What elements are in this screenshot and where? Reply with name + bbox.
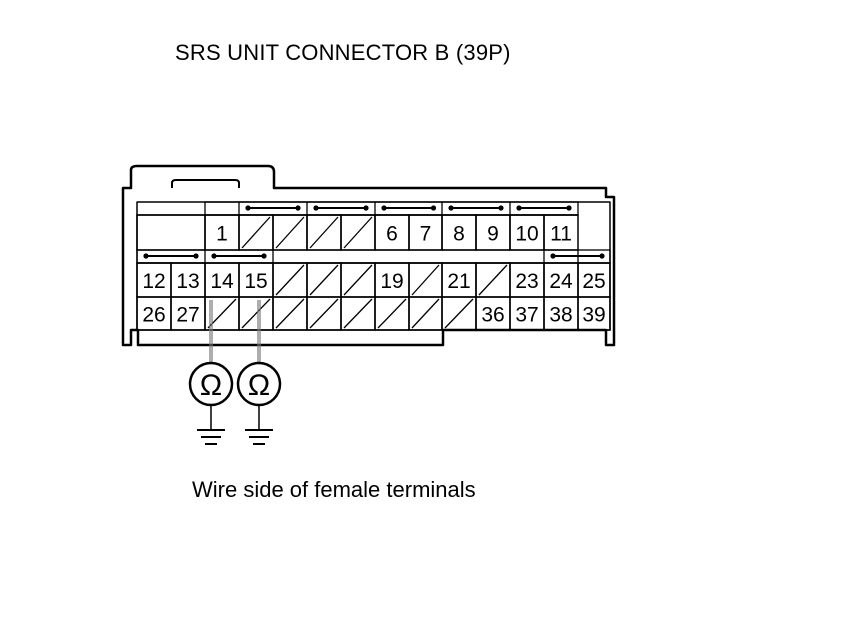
ground-icon	[245, 429, 273, 445]
terminal-label: 11	[550, 223, 572, 246]
unused-cavity-slash	[241, 298, 271, 329]
terminal-cavity	[408, 296, 443, 331]
terminal-cavity: 25	[577, 262, 611, 298]
unused-cavity-slash	[343, 216, 373, 249]
terminal-cavity: 13	[170, 262, 206, 298]
shorting-bar	[143, 253, 199, 259]
unused-cavity-slash	[478, 264, 508, 296]
ohm-symbol: Ω	[200, 369, 222, 402]
unused-cavity-slash	[343, 298, 373, 329]
terminal-label: 1	[216, 223, 228, 246]
terminal-cavity: 19	[374, 262, 410, 298]
terminal-cavity	[238, 296, 274, 331]
terminal-label: 37	[515, 304, 538, 327]
terminal-label: 9	[487, 223, 499, 246]
terminal-label: 26	[142, 304, 165, 327]
unused-cavity-slash	[309, 264, 339, 296]
terminal-cavity	[340, 296, 376, 331]
terminal-label: 25	[582, 270, 605, 293]
terminal-cavity: 21	[441, 262, 477, 298]
unused-cavity-slash	[411, 298, 440, 329]
terminal-cavity: 23	[509, 262, 545, 298]
terminal-cavity: 12	[136, 262, 172, 298]
terminal-cavity: 24	[543, 262, 579, 298]
unused-cavity-slash	[275, 298, 305, 329]
terminal-cavity	[238, 214, 274, 251]
unused-cavity-slash	[241, 216, 271, 249]
terminal-label: 27	[176, 304, 199, 327]
ohmmeter-probe-15: Ω	[236, 300, 282, 445]
terminal-label: 7	[420, 223, 432, 246]
terminal-cavity	[340, 214, 376, 251]
unused-cavity-slash	[411, 264, 440, 296]
shorting-bar	[516, 205, 572, 211]
ohm-symbol: Ω	[248, 369, 270, 402]
terminal-label: 19	[380, 270, 403, 293]
terminal-cavity: 8	[441, 214, 477, 251]
terminal-cavity	[441, 296, 477, 331]
terminal-cavity	[272, 296, 308, 331]
shorting-bar	[550, 253, 605, 259]
shorting-bar	[381, 205, 437, 211]
ground-icon	[197, 429, 225, 445]
unused-cavity-slash	[275, 264, 305, 296]
terminal-cavity: 27	[170, 296, 206, 331]
shorting-bar	[313, 205, 369, 211]
unused-cavity-slash	[444, 298, 474, 329]
terminal-cavity: 1	[204, 214, 240, 251]
terminal-cavity	[306, 296, 342, 331]
terminal-cavity: 15	[238, 262, 274, 298]
terminal-cavity	[374, 296, 410, 331]
terminal-label: 15	[244, 270, 267, 293]
terminal-label: 12	[142, 270, 165, 293]
shorting-bars	[143, 205, 605, 259]
terminal-cavity: 37	[509, 296, 545, 331]
terminal-cavity: 10	[509, 214, 545, 251]
terminal-cavity: 7	[408, 214, 443, 251]
unused-cavity-slash	[309, 216, 339, 249]
shorting-bar	[211, 253, 267, 259]
unused-cavity-slash	[343, 264, 373, 296]
terminal-label: 14	[210, 270, 234, 293]
terminal-cavity	[306, 262, 342, 298]
terminal-cavity: 38	[543, 296, 579, 331]
unused-cavity-slash	[377, 298, 407, 329]
terminal-cavity: 6	[374, 214, 410, 251]
terminal-cavity	[272, 214, 308, 251]
terminal-label: 13	[176, 270, 199, 293]
terminal-cavity	[272, 262, 308, 298]
terminal-cavity: 26	[136, 296, 172, 331]
shorting-bar	[245, 205, 301, 211]
terminal-cavity: 14	[204, 262, 240, 298]
terminal-cavity	[340, 262, 376, 298]
ohmmeter-probe-14: Ω	[188, 300, 234, 445]
terminal-cavity: 36	[475, 296, 511, 331]
unused-cavity-slash	[207, 298, 237, 329]
terminal-cavity: 11	[543, 214, 579, 251]
terminal-label: 23	[515, 270, 538, 293]
terminal-label: 10	[515, 223, 538, 246]
diagram-title: SRS UNIT CONNECTOR B (39P)	[175, 40, 511, 65]
terminal-label: 24	[549, 270, 573, 293]
diagram-caption: Wire side of female terminals	[192, 477, 476, 502]
unused-cavity-slash	[275, 216, 305, 249]
terminal-label: 8	[453, 223, 465, 246]
terminal-cavity: 9	[475, 214, 511, 251]
terminal-cavity	[408, 262, 443, 298]
terminal-label: 36	[481, 304, 504, 327]
terminal-label: 21	[447, 270, 470, 293]
terminal-cavity: 39	[577, 296, 611, 331]
terminal-cavity	[136, 214, 206, 251]
terminal-cavity	[475, 262, 511, 298]
shorting-bar	[448, 205, 504, 211]
unused-cavity-slash	[309, 298, 339, 329]
terminal-label: 38	[549, 304, 572, 327]
terminal-label: 39	[582, 304, 605, 327]
terminal-label: 6	[386, 223, 398, 246]
terminal-cavity	[306, 214, 342, 251]
